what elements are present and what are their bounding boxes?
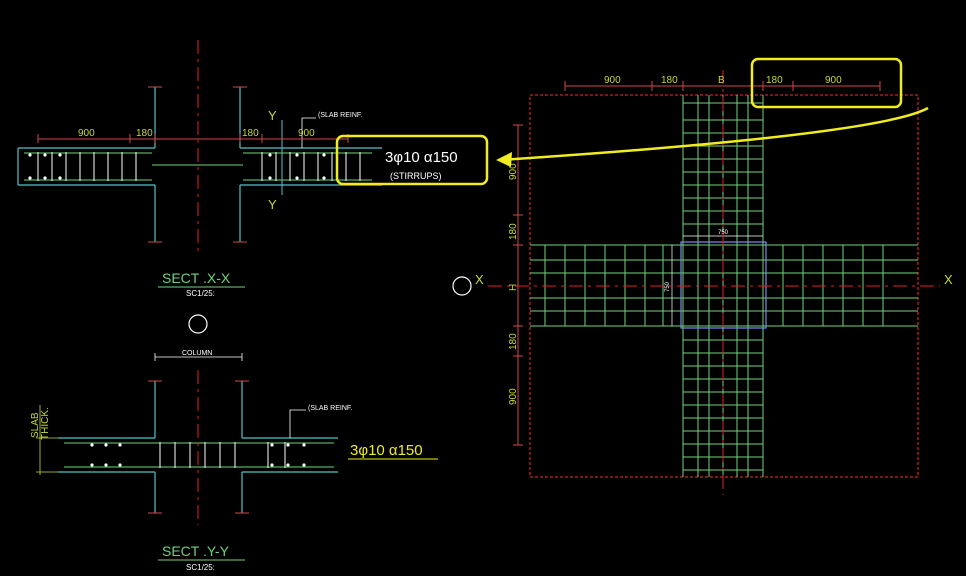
section-xx-dim-180-right: 180 <box>242 128 259 139</box>
section-yy-rebar-dots <box>90 443 306 467</box>
section-yy-break-lines <box>148 380 249 514</box>
section-xx-dimension-line <box>37 134 349 143</box>
section-yy-column-dimension <box>154 353 243 361</box>
plan-dims-highlight <box>750 57 903 109</box>
section-yy-slab-reinf-label: (SLAB REINF. <box>308 405 352 412</box>
axis-label-y-bottom: Y <box>268 197 277 212</box>
section-xx-dim-900-left: 900 <box>78 128 95 139</box>
plan-top-dim-180-left: 180 <box>661 75 678 86</box>
section-yy-slab-reinf-leader <box>289 409 306 438</box>
section-xx-stirrups-right <box>261 152 361 181</box>
section-xx-break-lines <box>148 86 247 243</box>
plan-left-dim-900-bottom: 900 <box>508 388 519 405</box>
plan-left-axis-label: H <box>508 284 519 291</box>
slab-thick-label-2: THICK. <box>40 407 51 440</box>
section-xx-stirrup-note: (STIRRUPS) <box>390 171 442 181</box>
plan-top-dim-900-left: 900 <box>604 75 621 86</box>
axis-label-y-top: Y <box>268 108 277 123</box>
plan-top-dimension <box>564 81 881 91</box>
plan-left-dim-180-bottom: 180 <box>508 333 519 350</box>
plan-axis-x-left: X <box>475 272 484 287</box>
section-yy-rebar <box>64 442 334 468</box>
plan-axis-x-right: X <box>944 272 953 287</box>
section-xx: Y Y (SLAB REINF. 900 180 180 900 3φ10 α1… <box>17 40 489 298</box>
stirrup-callout-highlight <box>335 134 489 186</box>
plan-top-dim-900-right: 900 <box>825 75 842 86</box>
section-yy-stirrups <box>159 442 286 468</box>
section-yy: COLUMN <box>30 350 438 572</box>
plan-left-dim-180-top: 180 <box>508 223 519 240</box>
section-xx-beam-rebar <box>24 152 372 181</box>
section-xx-title: SECT .X-X <box>162 270 231 286</box>
plan-left-dim-900-top: 900 <box>508 163 519 180</box>
section-yy-slab-thick-dim <box>36 405 58 475</box>
section-xx-rebar-dots <box>28 153 326 180</box>
section-yy-column-label: COLUMN <box>182 350 212 357</box>
section-yy-stirrup-spec: 3φ10 α150 <box>350 442 423 459</box>
plan-view: 750 750 900 180 B 180 900 <box>452 57 953 495</box>
plan-column-height: 750 <box>665 281 671 292</box>
section-xx-scale: SC1/25: <box>186 289 215 298</box>
section-xx-slab-reinf-leader <box>301 117 316 148</box>
plan-column-dims <box>671 235 763 326</box>
section-xx-stirrup-spec: 3φ10 α150 <box>385 149 458 166</box>
plan-top-dim-180-right: 180 <box>766 75 783 86</box>
annotation-arrow <box>496 106 929 167</box>
section-xx-column-outline <box>17 87 382 242</box>
section-reference-circle <box>188 314 208 334</box>
section-xx-stirrups-left <box>37 152 137 181</box>
section-yy-title: SECT .Y-Y <box>162 543 230 559</box>
plan-top-axis-label: B <box>718 75 725 86</box>
plan-axis-x-circle <box>452 276 472 296</box>
section-xx-dim-900-right: 900 <box>298 128 315 139</box>
section-yy-scale: SC1/25: <box>186 563 215 572</box>
section-xx-dim-180-left: 180 <box>136 128 153 139</box>
section-xx-slab-reinf-label: (SLAB REINF. <box>318 112 362 119</box>
plan-left-dimension <box>513 124 523 446</box>
slab-thick-label-1: SLAB <box>30 412 41 438</box>
